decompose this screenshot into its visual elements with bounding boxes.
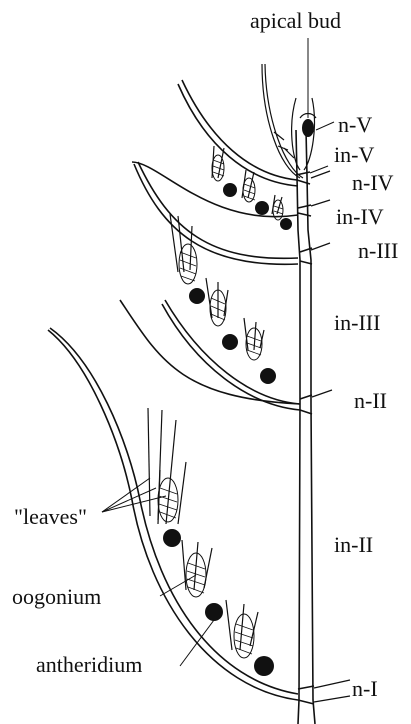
- gametangia-i-2: [182, 540, 223, 621]
- gametangia-iv-1: [212, 146, 237, 197]
- whorl-n-ii: [120, 300, 300, 410]
- antheridium-icon: [163, 529, 181, 547]
- right-branchlets: [310, 166, 350, 702]
- antheridium-icon: [260, 368, 276, 384]
- antheridium-icon: [254, 656, 274, 676]
- label-oogonium: oogonium: [12, 584, 101, 609]
- label-n-v: n-V: [338, 112, 372, 137]
- antheridium-icon: [222, 334, 238, 350]
- gametangia-iv-2: [242, 170, 269, 215]
- antheridium-icon: [280, 218, 292, 230]
- gametangia-iv-3: [272, 195, 292, 230]
- antheridium-icon: [205, 603, 223, 621]
- label-in-iv: in-IV: [336, 204, 384, 229]
- label-in-ii: in-II: [334, 532, 373, 557]
- label-n-iv: n-IV: [352, 170, 394, 195]
- gametangia-iii-3: [244, 318, 276, 384]
- label-n-iii: n-III: [358, 238, 398, 263]
- label-n-ii: n-II: [354, 388, 387, 413]
- gametangia-iii-2: [206, 278, 238, 350]
- label-leaves: "leaves": [14, 504, 87, 529]
- antheridium-icon: [255, 201, 269, 215]
- label-antheridium: antheridium: [36, 652, 142, 677]
- antheridium-icon: [189, 288, 205, 304]
- label-in-v: in-V: [334, 142, 374, 167]
- gametangia-i-1: [158, 462, 186, 547]
- gametangia-i-3: [226, 600, 274, 676]
- leaves: [148, 408, 176, 524]
- label-n-i: n-I: [352, 676, 378, 701]
- label-apical-bud: apical bud: [250, 8, 341, 33]
- antheridium-icon: [223, 183, 237, 197]
- label-in-iii: in-III: [334, 310, 380, 335]
- main-axis: [296, 130, 315, 724]
- apical-bud-icon: [302, 119, 314, 137]
